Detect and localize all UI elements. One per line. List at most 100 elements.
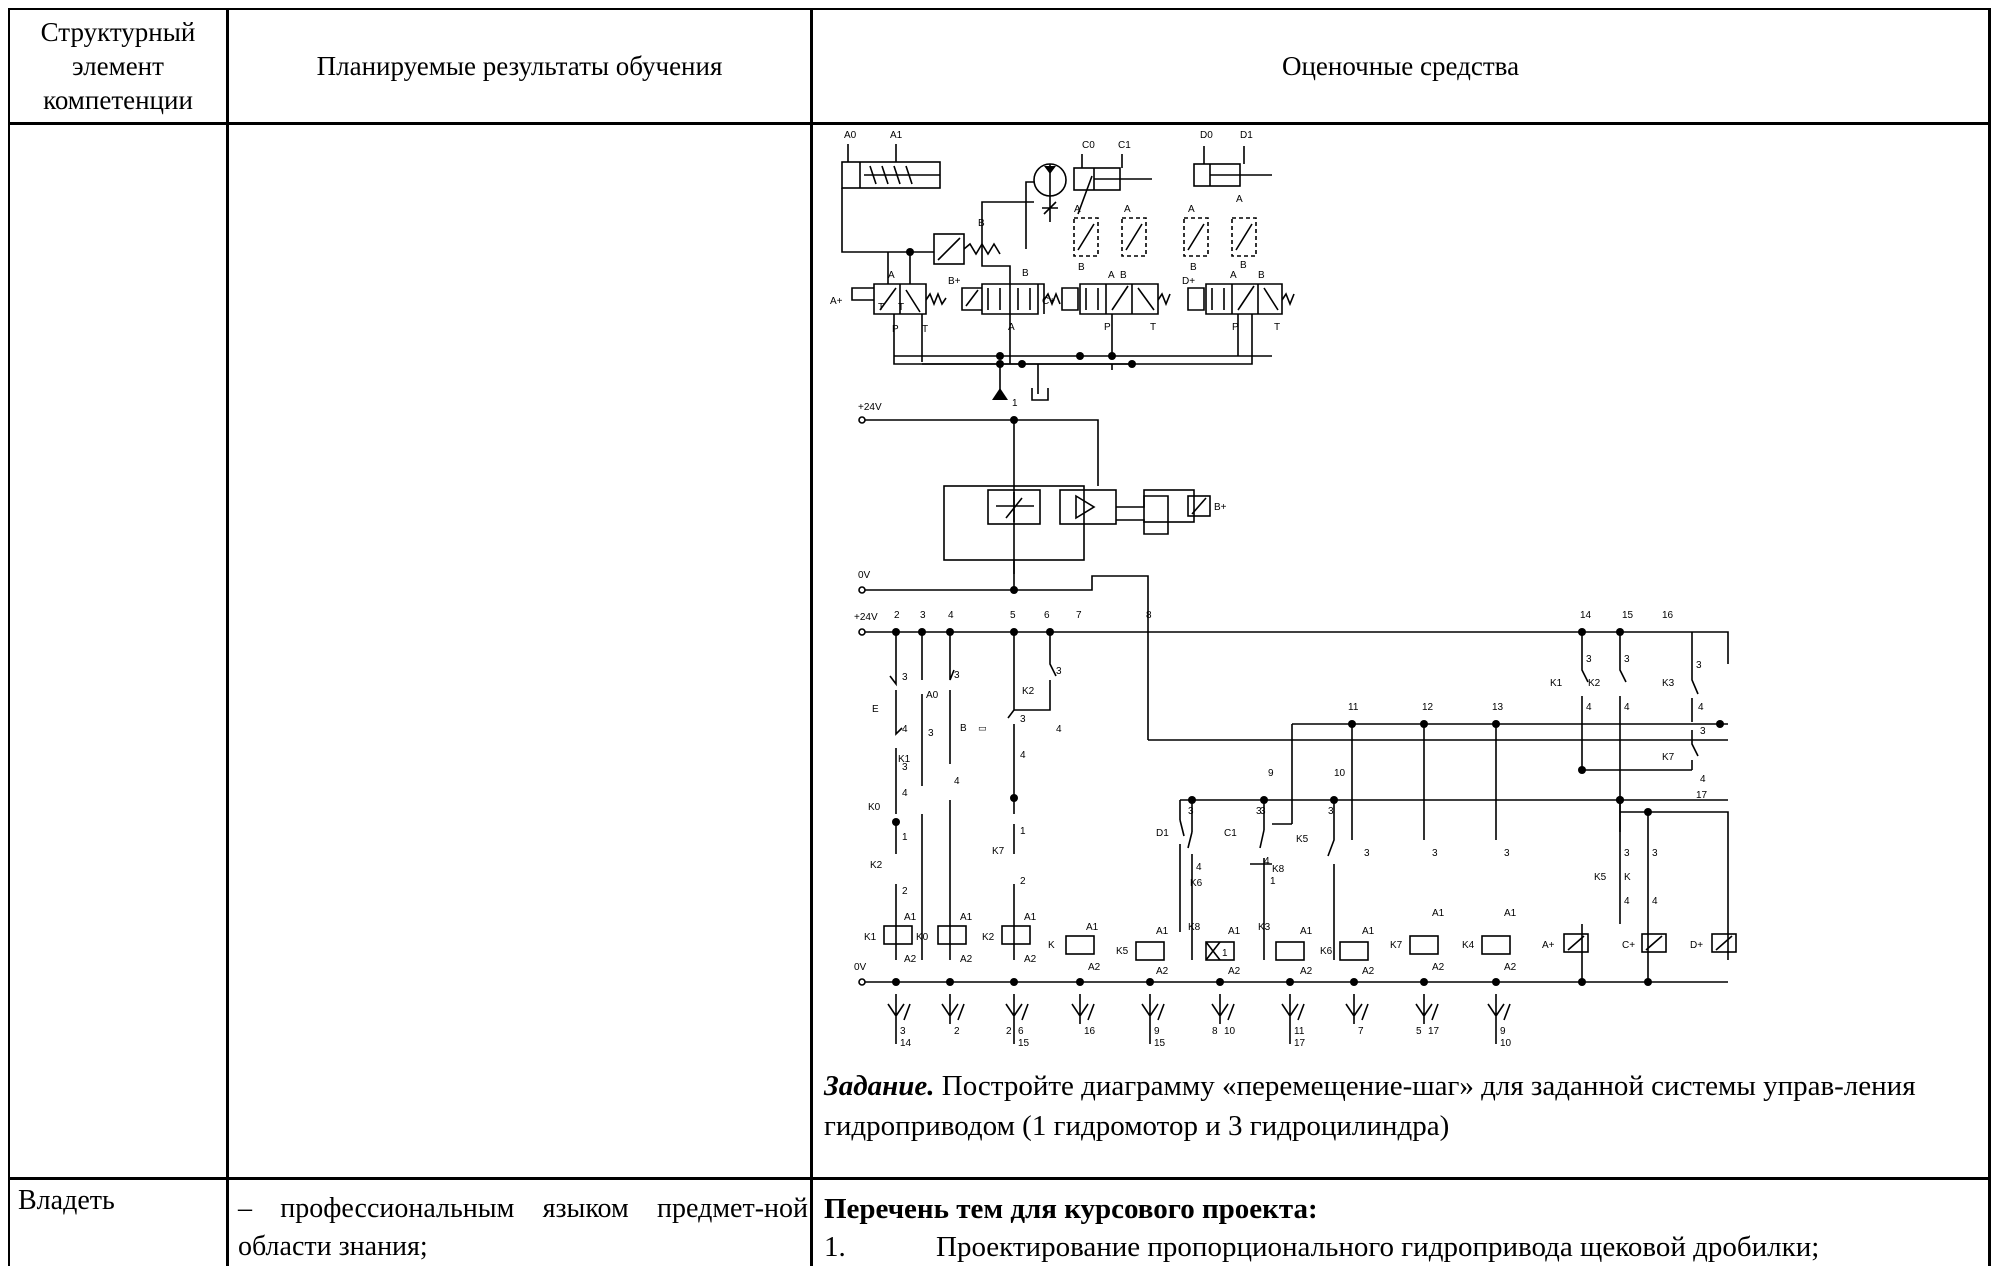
svg-text:C1: C1: [1224, 828, 1237, 839]
svg-text:K5: K5: [1296, 834, 1309, 845]
column-divider-2: [810, 8, 813, 1266]
svg-text:A2: A2: [1228, 966, 1241, 977]
svg-text:3: 3: [1020, 714, 1026, 725]
topic-item: 1. Проектирование пропорционального гидр…: [824, 1228, 1974, 1266]
svg-text:2: 2: [1020, 876, 1026, 887]
svg-text:10: 10: [1500, 1038, 1512, 1049]
svg-text:E: E: [872, 704, 879, 715]
svg-text:T: T: [878, 302, 884, 313]
table-border-left: [8, 8, 10, 1266]
svg-text:T: T: [898, 302, 904, 313]
svg-text:3: 3: [954, 670, 960, 681]
svg-text:K1: K1: [864, 932, 877, 943]
svg-text:K1: K1: [1550, 678, 1563, 689]
svg-text:A1: A1: [904, 912, 917, 923]
svg-text:3: 3: [1700, 726, 1706, 737]
svg-text:K: K: [1624, 872, 1631, 883]
svg-text:6: 6: [1018, 1026, 1024, 1037]
svg-text:P: P: [892, 324, 899, 335]
svg-text:K1: K1: [898, 754, 911, 765]
svg-text:11: 11: [1348, 702, 1359, 713]
svg-text:4: 4: [948, 610, 954, 621]
svg-text:A: A: [888, 270, 895, 281]
svg-text:A2: A2: [904, 954, 917, 965]
svg-text:3: 3: [1652, 848, 1658, 859]
svg-text:B: B: [1190, 262, 1197, 273]
svg-text:A2: A2: [960, 954, 973, 965]
svg-text:0V: 0V: [858, 570, 871, 581]
svg-text:A: A: [1188, 204, 1195, 215]
svg-text:A2: A2: [1156, 966, 1169, 977]
svg-text:K4: K4: [1462, 940, 1475, 951]
svg-text:7: 7: [1358, 1026, 1364, 1037]
svg-text:4: 4: [902, 788, 908, 799]
svg-text:K5: K5: [1116, 946, 1129, 957]
svg-text:A2: A2: [1300, 966, 1313, 977]
svg-text:16: 16: [1662, 610, 1674, 621]
svg-text:2: 2: [1006, 1026, 1012, 1037]
svg-text:4: 4: [902, 724, 908, 735]
svg-text:3: 3: [1432, 848, 1438, 859]
competence-element-own: Владеть: [18, 1185, 115, 1216]
svg-text:A0: A0: [844, 130, 857, 141]
svg-text:4: 4: [1196, 862, 1202, 873]
svg-text:2: 2: [902, 886, 908, 897]
svg-text:C1: C1: [1118, 140, 1131, 151]
svg-text:A2: A2: [1504, 962, 1517, 973]
amplifier-circuit: +24V B+ 0V: [858, 402, 1227, 740]
svg-text:K7: K7: [1662, 752, 1675, 763]
svg-text:3: 3: [1328, 806, 1334, 817]
svg-text:0V: 0V: [854, 962, 867, 973]
column-divider-1: [226, 8, 229, 1266]
svg-text:A1: A1: [1086, 922, 1099, 933]
svg-text:K: K: [1048, 940, 1055, 951]
svg-text:K5: K5: [1594, 872, 1607, 883]
svg-text:A2: A2: [1024, 954, 1037, 965]
svg-text:A1: A1: [1300, 926, 1313, 937]
svg-text:11: 11: [1294, 1026, 1305, 1037]
svg-text:A2: A2: [1432, 962, 1445, 973]
header-structural-element: Структурный элемент компетенции: [40, 17, 196, 115]
svg-text:3: 3: [928, 728, 934, 739]
svg-text:A0: A0: [926, 690, 939, 701]
svg-text:B: B: [1078, 262, 1085, 273]
svg-text:9: 9: [1154, 1026, 1160, 1037]
svg-text:1: 1: [1270, 876, 1276, 887]
svg-text:T: T: [922, 324, 928, 335]
svg-text:17: 17: [1428, 1026, 1440, 1037]
svg-text:3: 3: [1624, 848, 1630, 859]
svg-text:3: 3: [1260, 806, 1266, 817]
svg-text:A: A: [1108, 270, 1115, 281]
task-label: Задание.: [824, 1070, 935, 1102]
svg-text:A: A: [1230, 270, 1237, 281]
svg-text:C0: C0: [1082, 140, 1095, 151]
svg-text:P: P: [1104, 322, 1111, 333]
svg-text:4: 4: [1020, 750, 1026, 761]
svg-text:P: P: [1232, 322, 1239, 333]
svg-text:A1: A1: [960, 912, 973, 923]
table-border-right: [1988, 8, 1991, 1266]
svg-text:9: 9: [1500, 1026, 1506, 1037]
svg-text:D+: D+: [1182, 276, 1195, 287]
svg-text:3: 3: [1504, 848, 1510, 859]
svg-text:A2: A2: [1362, 966, 1375, 977]
header-planned-results: Планируемые результаты обучения: [316, 51, 723, 81]
svg-text:3: 3: [1256, 806, 1262, 817]
svg-text:3: 3: [1624, 654, 1630, 665]
svg-text:5: 5: [1010, 610, 1016, 621]
svg-text:K6: K6: [1190, 878, 1203, 889]
svg-text:4: 4: [1056, 724, 1062, 735]
topic-text: Проектирование пропорционального гидропр…: [936, 1231, 1820, 1263]
svg-text:14: 14: [1580, 610, 1592, 621]
svg-text:5: 5: [1416, 1026, 1422, 1037]
svg-text:3: 3: [1056, 666, 1062, 677]
svg-text:C+: C+: [1622, 940, 1635, 951]
svg-text:4: 4: [954, 776, 960, 787]
svg-text:K6: K6: [1320, 946, 1333, 957]
rung-junctions: [892, 978, 1500, 986]
svg-text:8: 8: [1212, 1026, 1218, 1037]
svg-text:D1: D1: [1156, 828, 1169, 839]
svg-text:A1: A1: [1024, 912, 1037, 923]
